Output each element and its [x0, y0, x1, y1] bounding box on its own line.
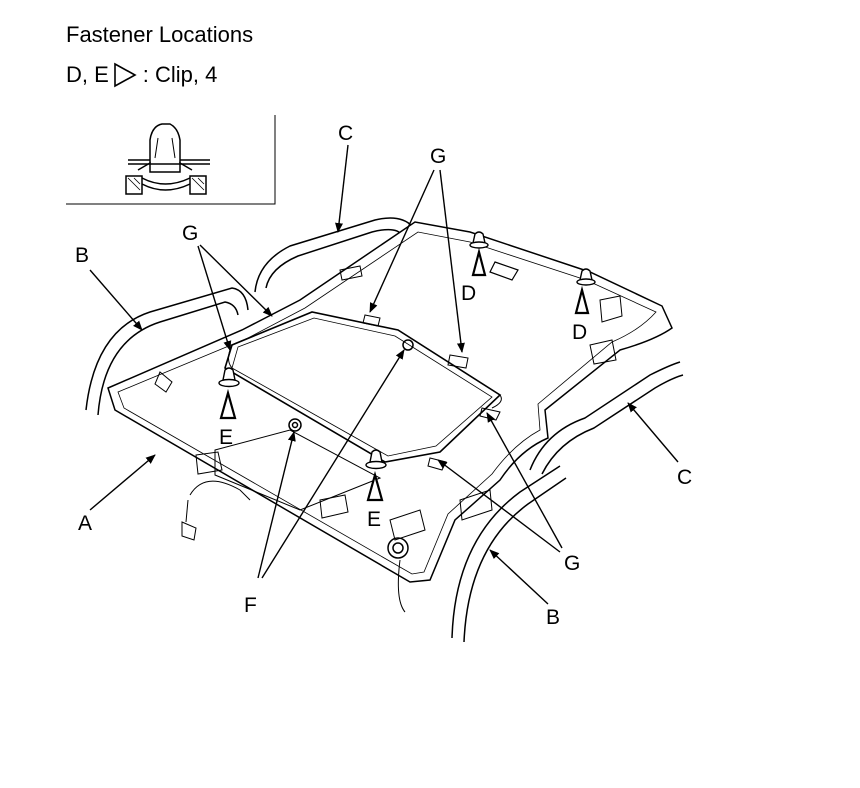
callout-a: A [78, 512, 92, 535]
triangle-e-left-icon [219, 388, 237, 420]
triangle-d-left-icon [471, 247, 487, 277]
callout-d-right: D [572, 321, 587, 344]
fastener-legend: D, E : Clip, 4 [66, 62, 217, 88]
callout-e-left: E [219, 426, 233, 449]
callout-d-left: D [461, 282, 476, 305]
clip-d-right-icon [576, 268, 596, 286]
legend-description: : Clip, 4 [142, 62, 218, 87]
clip-e-right-icon [365, 449, 387, 470]
callout-e-right: E [367, 508, 381, 531]
callout-g-right: G [564, 552, 580, 575]
callout-b-bottom: B [546, 606, 560, 629]
legend-symbols: D, E [66, 62, 109, 87]
callout-c-right: C [677, 466, 692, 489]
clip-triangle-symbols [219, 247, 590, 502]
leader-lines [89, 144, 679, 605]
callout-g-top: G [430, 145, 446, 168]
clip-symbol-icon [113, 62, 137, 88]
triangle-e-right-icon [366, 470, 384, 502]
triangle-d-right-icon [574, 285, 590, 315]
clip-detail-inset [66, 115, 276, 205]
callout-f: F [244, 594, 257, 617]
page-title: Fastener Locations [66, 22, 254, 47]
callout-b-left: B [75, 244, 89, 267]
roof-side-rails [85, 217, 684, 643]
clip-markers [218, 231, 596, 470]
headliner-panel [107, 221, 673, 613]
callout-c-top: C [338, 122, 353, 145]
callout-g-left: G [182, 222, 198, 245]
clip-e-left-icon [218, 367, 240, 388]
